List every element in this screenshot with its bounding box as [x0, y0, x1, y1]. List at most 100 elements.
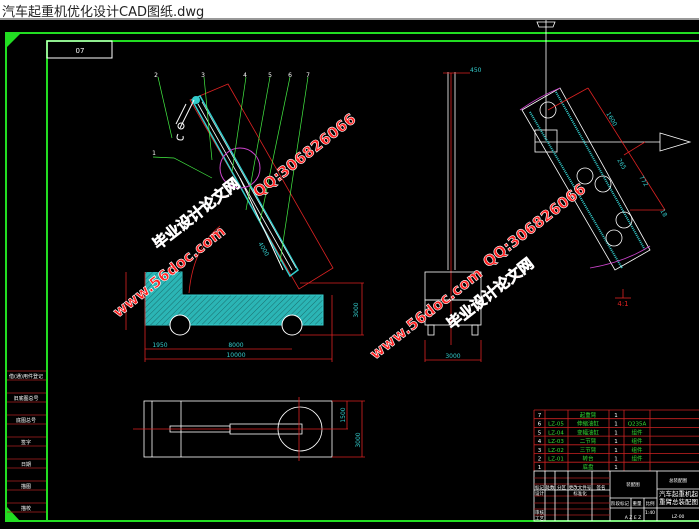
window-title-bar: 汽车起重机优化设计CAD图纸.dwg — [0, 0, 699, 20]
crane-plan-view: 1500 3000 — [133, 397, 365, 461]
balloon-6: 6 — [288, 72, 292, 79]
parts-cell-material: 组件 — [631, 446, 643, 454]
balloon-1: 1 — [152, 150, 156, 157]
dim-middle: 8000 — [228, 342, 243, 349]
strip-label: 描图 — [21, 483, 31, 490]
drawing-name-box: 汽车起重机起重臂总装配图 — [659, 490, 698, 506]
strip-label: 底图总号 — [16, 417, 36, 424]
parts-cell-code: LZ-05 — [548, 422, 564, 428]
parts-cell-no: 3 — [538, 448, 542, 454]
strip-label: 描校 — [21, 505, 31, 512]
header-cell: 更改文件号 — [569, 484, 592, 491]
crane-front-view: 450 3000 — [424, 67, 482, 362]
parts-cell-material: 组件 — [631, 455, 643, 463]
parts-cell-code: LZ-01 — [548, 457, 564, 463]
parts-cell-qty: 1 — [614, 457, 618, 463]
parts-cell-no: 5 — [538, 430, 542, 436]
header-cell: 标记 — [535, 484, 544, 491]
parts-row: 7 起重臂 1 — [534, 409, 699, 419]
parts-cell-no: 1 — [538, 465, 542, 471]
parts-row: 3 LZ-02 三节臂 1 组件 — [534, 444, 699, 454]
dim-plan-b: 3000 — [355, 432, 362, 447]
dim-front-top: 450 — [470, 67, 482, 74]
watermark-qq: QQ:306826066 — [479, 180, 589, 271]
parts-cell-no: 6 — [538, 422, 542, 428]
balloon-7: 7 — [306, 72, 310, 79]
weight-label: 重量 — [633, 500, 642, 507]
strip-label: 签字 — [21, 439, 31, 446]
corner-label: 07 — [76, 47, 85, 55]
strip-label: 旧底图总号 — [13, 395, 38, 402]
dim-boom: 4000 — [256, 241, 270, 258]
design-label: 设计 — [535, 490, 544, 497]
balloon-5: 5 — [268, 72, 272, 79]
strip-label: 日期 — [21, 462, 31, 468]
dim-detail-b: 265 — [615, 158, 627, 172]
balloon-4: 4 — [243, 72, 247, 79]
parts-row: 5 LZ-04 变幅油缸 1 组件 — [534, 426, 699, 436]
dim-height: 3000 — [353, 302, 360, 317]
stage-label: 阶段标记 — [611, 500, 629, 507]
parts-cell-qty: 1 — [614, 422, 618, 428]
parts-cell-qty: 1 — [614, 465, 618, 471]
dim-left: 1950 — [152, 342, 167, 349]
window-title: 汽车起重机优化设计CAD图纸.dwg — [2, 5, 205, 20]
parts-cell-no: 2 — [538, 457, 542, 463]
parts-cell-name: 变幅油缸 — [577, 428, 600, 436]
parts-cell-material: 组件 — [631, 437, 643, 445]
sheet-marks: A Z E Z — [625, 515, 641, 521]
parts-cell-name: 伸缩油缸 — [577, 420, 600, 428]
assembly-label: 装配图 — [626, 481, 640, 488]
dim-detail-c: 772 — [637, 175, 649, 189]
parts-row: 1 底盘 1 — [534, 461, 699, 471]
parts-cell-qty: 1 — [614, 413, 618, 419]
parts-cell-code: LZ-04 — [548, 430, 564, 436]
standard-label: 标准化 — [573, 490, 587, 497]
dim-total: 10000 — [226, 352, 245, 359]
dim-front-bottom: 3000 — [445, 353, 460, 360]
title-block: 装配图 总装配图 LZ-00 标记 处数 分区 更改文件号 签名 设计 审核 工… — [533, 470, 699, 522]
drawing-number: LZ-00 — [672, 514, 685, 520]
detail-scale-label: 4:1 — [617, 300, 628, 308]
dim-detail-a: 1600 — [604, 111, 618, 128]
header-cell: 处数 — [546, 484, 555, 491]
parts-cell-material: Q235A — [628, 422, 647, 428]
crane-side-view: 2 3 4 5 6 7 1 1950 8000 10000 3000 4000 — [125, 72, 364, 362]
scale-label: 比例 — [646, 500, 655, 507]
parts-cell-code: LZ-03 — [548, 439, 564, 445]
parts-cell-code: LZ-02 — [548, 448, 564, 454]
parts-cell-no: 7 — [538, 413, 542, 419]
detail-view: 1600 265 772 18 4:1 — [519, 20, 692, 308]
parts-cell-qty: 1 — [614, 430, 618, 436]
parts-row: 6 LZ-05 伸缩油缸 1 Q235A — [534, 418, 699, 428]
header-cell: 分区 — [557, 484, 566, 491]
parts-cell-name: 起重臂 — [580, 411, 597, 419]
parts-cell-material: 组件 — [631, 428, 643, 436]
parts-cell-qty: 1 — [614, 439, 618, 445]
drawing-frame — [5, 32, 699, 522]
parts-row: 4 LZ-03 二节臂 1 组件 — [534, 435, 699, 445]
school-label: 总装配图 — [669, 477, 687, 484]
watermark-qq: QQ:306826066 — [249, 110, 359, 201]
process-label: 工艺 — [535, 516, 544, 522]
header-cell: 签名 — [597, 484, 606, 491]
drawing-name: 汽车起重机起重臂总装配图 — [659, 490, 698, 506]
balloon-3: 3 — [201, 72, 205, 79]
balloon-2: 2 — [154, 72, 158, 79]
check-label: 审核 — [535, 509, 544, 516]
dim-plan-a: 1500 — [340, 407, 347, 422]
parts-cell-name: 二节臂 — [580, 437, 597, 445]
strip-label: 借(通)用件登记 — [9, 373, 43, 380]
parts-row: 2 LZ-01 转台 1 组件 — [534, 453, 699, 463]
scale-value: 1:40 — [645, 510, 655, 516]
parts-cell-no: 4 — [538, 439, 542, 445]
parts-cell-name: 三节臂 — [580, 446, 597, 454]
dim-detail-d: 18 — [658, 208, 668, 218]
parts-cell-name: 底盘 — [582, 463, 594, 471]
parts-cell-name: 转台 — [582, 455, 594, 463]
corner-label-box: 07 — [46, 40, 113, 59]
parts-cell-qty: 1 — [614, 448, 618, 454]
